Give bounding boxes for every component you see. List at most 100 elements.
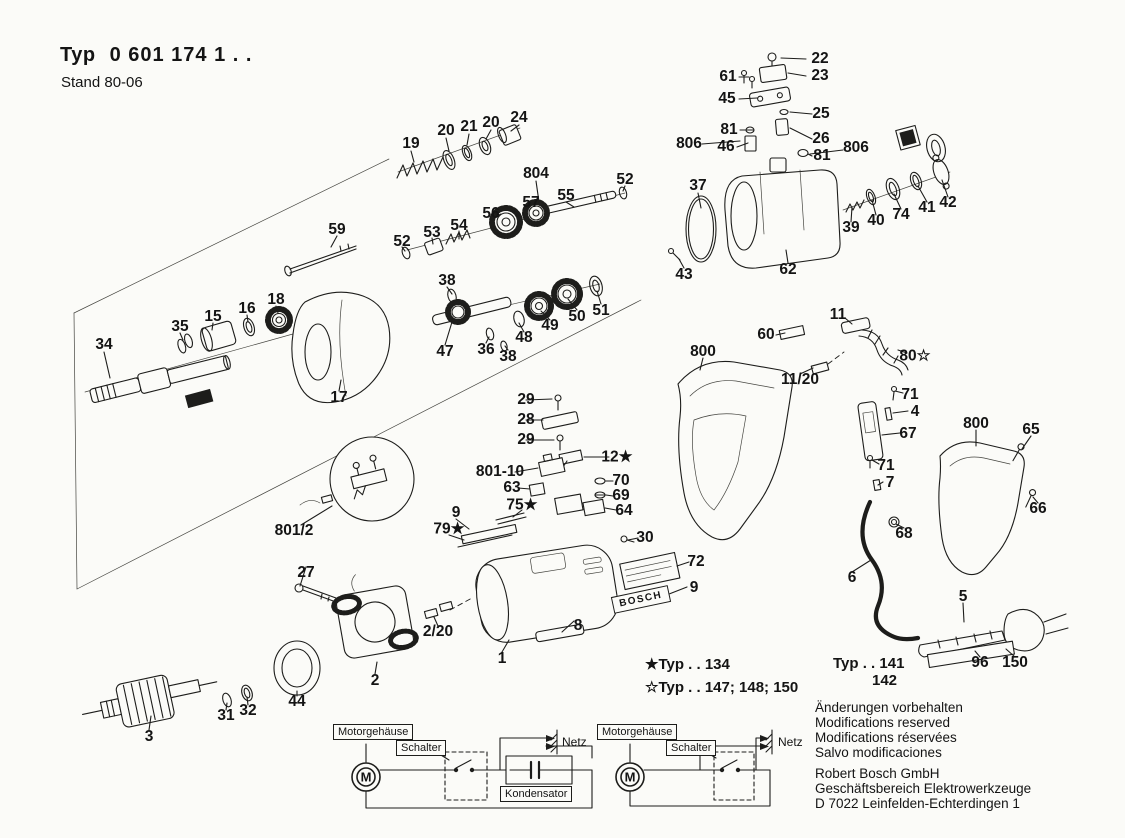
part-label-56: 56 [482,205,500,222]
part-label-34: 34 [95,336,113,353]
part-label-23: 23 [811,67,829,84]
part-label-11: 11 [829,306,847,323]
part-label-40: 40 [867,212,885,229]
part-label-71: 71 [901,386,919,403]
part-label-800: 800 [690,343,716,360]
part-label-220: 2/20 [422,623,454,640]
part-label-70: 70 [612,472,630,489]
part-label-150: 150 [1002,654,1028,671]
footer-line: Salvo modificaciones [815,744,942,760]
part-label-1: 1 [497,650,507,667]
typ-label: Typ [60,44,96,66]
part-label-61: 61 [719,68,737,85]
part-label-81: 81 [720,121,738,138]
left-schematic-switch-label: Schalter [396,740,447,756]
right-schematic-motor-symbol: M [624,769,636,785]
part-label-9: 9 [689,579,699,596]
part-label-81: 81 [813,147,831,164]
part-label-37: 37 [689,177,707,194]
part-label-30: 30 [636,529,654,546]
part-label-51: 51 [592,302,610,319]
part-label-72: 72 [687,553,705,570]
part-label-53: 53 [423,224,441,241]
part-label-67: 67 [899,425,917,442]
part-label-38: 38 [438,272,456,289]
note-typ-141: Typ . . 141 [833,655,905,672]
part-label-71: 71 [877,457,895,474]
note-star-filled: ★Typ . . 134 [645,656,730,673]
right-schematic-mains-label: Netz [778,735,803,749]
part-label-47: 47 [436,343,454,360]
part-label-48: 48 [515,329,533,346]
part-label-3: 3 [144,728,154,745]
part-label-44: 44 [288,693,306,710]
part-label-66: 66 [1029,500,1047,517]
part-label-29: 29 [517,391,535,408]
part-label-22: 22 [811,50,829,67]
part-label-6: 6 [847,569,857,586]
part-label-52: 52 [616,171,634,188]
part-label-21: 21 [460,118,478,135]
part-label-804: 804 [523,165,549,182]
right-schematic-motor-housing-label: Motorgehäuse [597,724,678,740]
footer-line: Modifications reserved [815,714,951,730]
part-label-17: 17 [330,389,348,406]
footer-line: Änderungen vorbehalten [815,700,963,715]
part-label-39: 39 [842,219,860,236]
revision-date: Stand 80-06 [61,74,143,91]
part-label-65: 65 [1022,421,1040,438]
part-label-7: 7 [885,474,895,491]
part-label-12: 12★ [601,448,633,466]
part-label-68: 68 [895,525,913,542]
part-label-50: 50 [568,308,586,325]
part-label-49: 49 [541,317,559,334]
part-label-26: 26 [812,130,830,147]
part-label-75: 75★ [506,496,538,514]
part-label-15: 15 [204,308,222,325]
footer-line: Modifications réservées [815,729,957,745]
part-label-38: 38 [499,348,517,365]
part-label-41: 41 [918,199,936,216]
part-label-9: 9 [451,504,461,521]
part-label-18: 18 [267,291,285,308]
part-label-16: 16 [238,300,256,317]
part-label-20: 20 [482,114,500,131]
part-label-32: 32 [239,702,257,719]
left-schematic-motor-housing-label: Motorgehäuse [333,724,414,740]
part-label-55: 55 [557,187,575,204]
part-label-806: 806 [676,135,702,152]
part-label-36: 36 [477,341,495,358]
part-label-42: 42 [939,194,957,211]
part-label-800: 800 [963,415,989,432]
part-label-806: 806 [843,139,869,156]
part-label-45: 45 [718,90,736,107]
part-label-60: 60 [757,326,775,343]
footer-line: D 7022 Leinfelden-Echterdingen 1 [815,796,1020,812]
part-label-2: 2 [370,672,380,689]
part-label-24: 24 [510,109,528,126]
right-schematic-switch-label: Schalter [666,740,717,756]
note-typ-142: 142 [872,672,898,689]
part-label-19: 19 [402,135,420,152]
part-label-4: 4 [910,403,920,420]
part-label-59: 59 [328,221,346,238]
part-label-31: 31 [217,707,235,724]
part-label-5: 5 [958,588,968,605]
part-label-46: 46 [717,138,735,155]
part-label-29: 29 [517,431,535,448]
part-label-80: 80☆ [899,347,931,365]
part-label-69: 69 [612,487,630,504]
part-label-79: 79★ [433,520,465,538]
part-label-80110: 801-10 [475,463,525,480]
part-label-54: 54 [450,217,468,234]
part-label-35: 35 [171,318,189,335]
note-star-open: ☆Typ . . 147; 148; 150 [645,679,799,696]
part-label-52: 52 [393,233,411,250]
footer-line: Robert Bosch GmbH [815,766,940,782]
part-label-27: 27 [297,564,315,581]
